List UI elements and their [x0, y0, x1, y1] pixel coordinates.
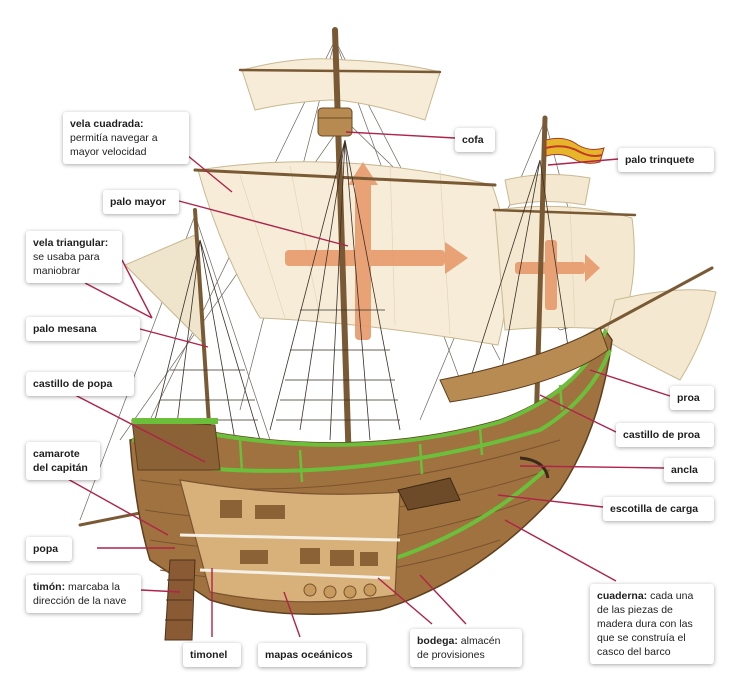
label-term: vela cuadrada: [70, 118, 144, 130]
hull [129, 327, 613, 641]
label-proa: proa [670, 386, 714, 410]
label-timonel: timonel [183, 643, 241, 667]
label-term: vela triangular: [33, 237, 109, 249]
cross-emblem-main [285, 162, 468, 340]
label-desc: almacén de provisiones [417, 635, 501, 661]
label-term: timonel [190, 649, 228, 661]
sails [124, 58, 717, 381]
label-palo-mesana: palo mesana [26, 317, 140, 341]
label-desc: cada una de las piezas de madera dura co… [597, 590, 694, 658]
label-term: proa [677, 392, 700, 404]
label-term: ancla [671, 464, 698, 476]
label-term: cofa [462, 134, 484, 146]
label-castillo-proa: castillo de proa [616, 423, 714, 447]
label-vela-triangular: vela triangular: se usaba para maniobrar [26, 231, 122, 283]
label-timon: timón: marcaba la dirección de la nave [26, 575, 141, 613]
label-mapas: mapas oceánicos [258, 643, 366, 667]
label-term: escotilla de carga [610, 503, 699, 515]
label-term: popa [33, 543, 59, 555]
label-cuaderna: cuaderna: cada una de las piezas de made… [590, 584, 714, 664]
crows-nest [317, 107, 353, 137]
label-bodega: bodega: almacén de provisiones [410, 629, 522, 667]
flag-icon [545, 137, 605, 164]
label-camarote: camarote del capitán [26, 442, 100, 480]
jib-sail [604, 289, 717, 381]
label-desc: se usaba para maniobrar [33, 251, 100, 277]
label-term: cuaderna: [597, 590, 648, 602]
label-ancla: ancla [664, 458, 714, 482]
label-popa: popa [26, 537, 72, 561]
label-term: camarote del capitán [33, 448, 88, 474]
cross-emblem-fore [515, 240, 600, 310]
leader-lines [65, 131, 671, 638]
shrouds [149, 139, 571, 441]
label-term: palo trinquete [625, 154, 695, 166]
label-term: palo mayor [110, 196, 167, 208]
label-vela-cuadrada: vela cuadrada: permitía navegar a mayor … [63, 112, 189, 164]
label-term: castillo de popa [33, 378, 113, 390]
label-palo-trinquete: palo trinquete [618, 148, 714, 172]
fore-top-sail [504, 173, 591, 206]
label-term: mapas oceánicos [265, 649, 353, 661]
label-term: timón: [33, 581, 66, 593]
label-term: palo mesana [33, 323, 97, 335]
label-castillo-popa: castillo de popa [26, 372, 134, 396]
label-cofa: cofa [455, 128, 495, 152]
label-term: castillo de proa [623, 429, 701, 441]
label-escotilla: escotilla de carga [603, 497, 714, 521]
anchor-icon [519, 456, 550, 479]
label-desc: marcaba la dirección de la nave [33, 581, 127, 607]
label-term: bodega: [417, 635, 458, 647]
label-desc: permitía navegar a mayor velocidad [70, 132, 158, 158]
label-palo-mayor: palo mayor [103, 190, 179, 214]
